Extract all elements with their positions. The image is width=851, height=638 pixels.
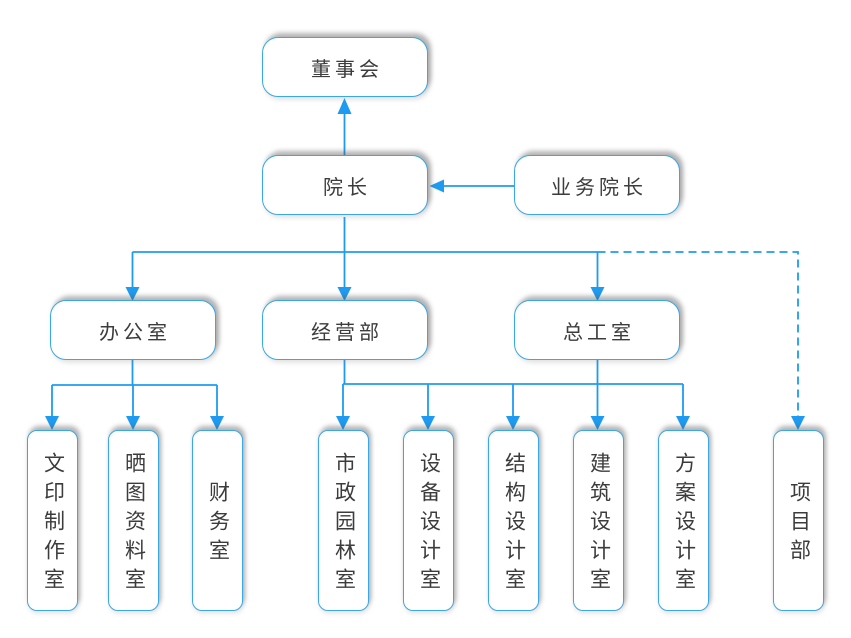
org-box-label: 办公室 (99, 321, 171, 344)
arrowhead-up-board (337, 98, 352, 114)
org-box-label: 市政园林室 (332, 452, 356, 597)
org-box-print-room: 文印制作室 (27, 430, 78, 611)
edge-project-dashed (597, 251, 799, 416)
org-box-operations: 经营部 (262, 300, 428, 360)
arrowhead-down-project (791, 416, 805, 430)
org-box-structure-design-room: 结构设计室 (488, 430, 539, 611)
org-box-dean: 院长 (262, 155, 428, 215)
org-box-label: 项目部 (787, 481, 811, 568)
org-box-finance-room: 财务室 (192, 430, 243, 611)
org-box-label: 业务院长 (551, 176, 647, 199)
org-box-label: 建筑设计室 (587, 452, 611, 597)
org-box-office: 办公室 (50, 300, 216, 360)
org-box-label: 方案设计室 (672, 452, 696, 597)
org-box-municipal-garden-room: 市政园林室 (318, 430, 369, 611)
org-box-label: 晒图资料室 (122, 452, 146, 597)
org-box-project-dept: 项目部 (773, 430, 824, 611)
org-box-label: 设备设计室 (417, 452, 441, 597)
org-box-label: 财务室 (206, 481, 230, 568)
org-box-label: 总工室 (563, 321, 635, 344)
org-box-scheme-design-room: 方案设计室 (658, 430, 709, 611)
org-box-blueprint-room: 晒图资料室 (108, 430, 159, 611)
org-box-label: 董事会 (311, 58, 383, 81)
org-box-label: 经营部 (311, 321, 383, 344)
org-box-equipment-design-room: 设备设计室 (403, 430, 454, 611)
org-box-business-dean: 业务院长 (514, 155, 680, 215)
org-box-label: 文印制作室 (41, 452, 65, 597)
org-box-board: 董事会 (262, 37, 428, 97)
org-box-chief-engineer: 总工室 (514, 300, 680, 360)
org-box-architecture-design-room: 建筑设计室 (573, 430, 624, 611)
org-box-label: 结构设计室 (502, 452, 526, 597)
org-box-label: 院长 (323, 176, 371, 199)
arrowhead-left-dean (429, 179, 444, 193)
